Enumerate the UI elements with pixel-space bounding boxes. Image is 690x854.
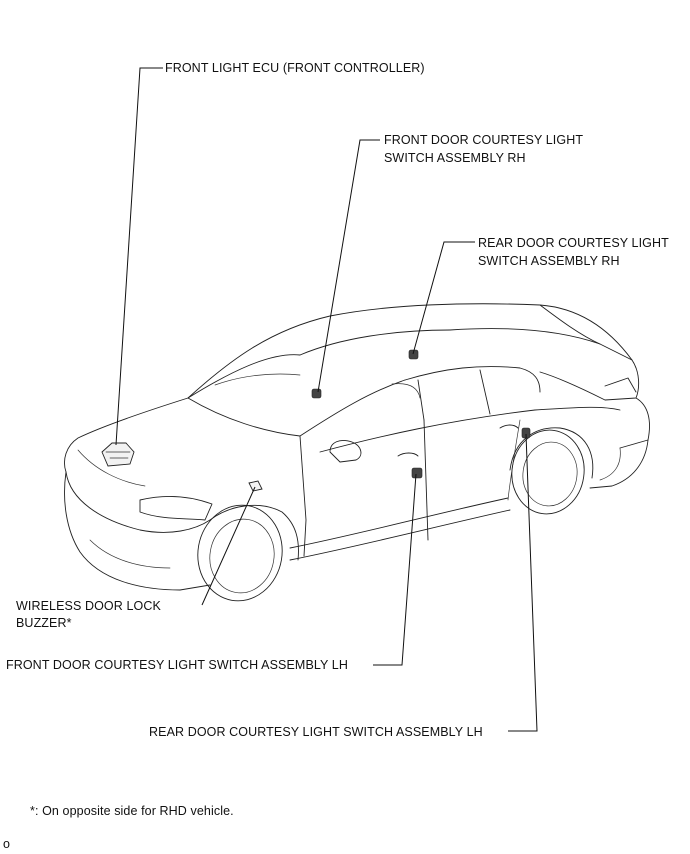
label-front-door-rh-line2: SWITCH ASSEMBLY RH [384,151,526,165]
label-front-door-rh-line1: FRONT DOOR COURTESY LIGHT [384,133,584,147]
leader-front-door-lh [373,473,417,666]
footnote: *: On opposite side for RHD vehicle. [30,804,234,818]
label-buzzer-line2: BUZZER* [16,616,72,630]
label-front-door-lh: FRONT DOOR COURTESY LIGHT SWITCH ASSEMBL… [6,658,348,672]
leader-lines [115,67,538,732]
front-door-rh-switch-part [311,388,322,399]
label-rear-door-rh-line2: SWITCH ASSEMBLY RH [478,254,620,268]
corner-mark: o [3,837,11,851]
label-front-light-ecu: FRONT LIGHT ECU (FRONT CONTROLLER) [165,61,425,75]
leader-front-light-ecu [115,67,163,446]
leader-rear-door-lh [508,433,538,732]
leader-buzzer [201,486,256,606]
rear-door-rh-switch-part [408,349,419,360]
car-illustration [64,303,650,602]
front-light-ecu-part [101,442,135,467]
front-door-lh-switch-part [411,467,423,479]
label-rear-door-rh-line1: REAR DOOR COURTESY LIGHT [478,236,669,250]
label-rear-door-lh: REAR DOOR COURTESY LIGHT SWITCH ASSEMBLY… [149,725,483,739]
buzzer-part [248,480,263,492]
leader-front-door-rh [317,139,380,393]
label-buzzer-line1: WIRELESS DOOR LOCK [16,599,161,613]
leader-rear-door-rh [412,241,475,355]
